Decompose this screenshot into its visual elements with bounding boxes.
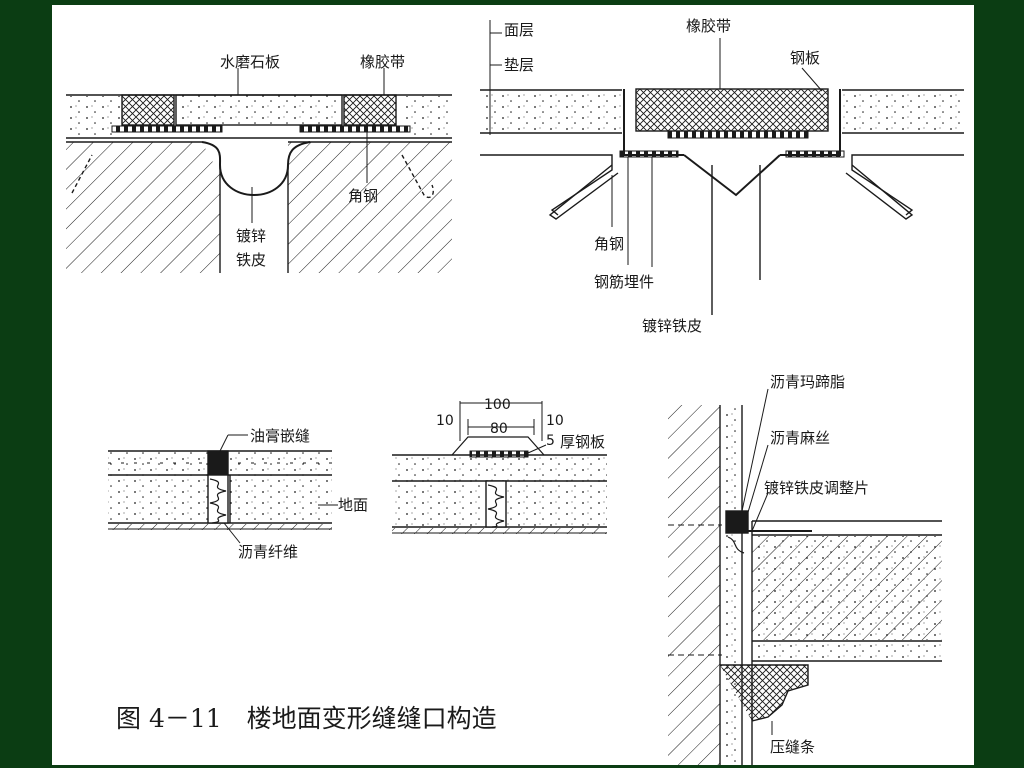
detail-a-rubber-left (121, 94, 175, 126)
detail-a-label-rubber: 橡胶带 (360, 53, 405, 71)
detail-a-rubber-right (343, 94, 397, 126)
detail-a-galv-sheet (201, 141, 311, 196)
detail-e-label-mastic: 沥青玛蹄脂 (770, 373, 845, 391)
detail-d-steel-plate-joint (392, 401, 607, 534)
detail-c-ground-joint (108, 434, 338, 544)
detail-a-label-galv-2: 铁皮 (236, 251, 266, 269)
detail-d-dim-inner: 80 (490, 421, 508, 437)
detail-d-dim-total: 100 (484, 397, 511, 413)
detail-b-rubber-joint (480, 20, 964, 315)
detail-c-putty (207, 450, 229, 476)
detail-e-label-strip: 压缝条 (770, 738, 815, 756)
detail-b-label-rubber: 橡胶带 (686, 17, 731, 35)
figure-caption: 图 4－11 楼地面变形缝缝口构造 (116, 704, 497, 733)
detail-c-label-ground: 地面 (338, 496, 368, 514)
detail-b-label-base: 垫层 (504, 56, 534, 74)
detail-b-label-galv: 镀锌铁皮 (642, 317, 702, 335)
detail-d-dim-thick: 5 (546, 433, 555, 449)
expansion-joint-drawing: 水磨石板 橡胶带 角钢 镀锌 铁皮 (66, 17, 964, 765)
detail-a-label-galv-1: 镀锌 (236, 227, 266, 245)
detail-b-label-surface: 面层 (504, 21, 534, 39)
detail-b-label-plate: 钢板 (790, 49, 820, 67)
detail-b-steel-plate (667, 130, 809, 139)
detail-e-cover-strip (720, 664, 809, 722)
detail-e-label-hemp: 沥青麻丝 (770, 429, 830, 447)
detail-b-rubber-band (635, 88, 829, 132)
detail-d-steel-plate (469, 450, 529, 458)
detail-a-label-terrazzo: 水磨石板 (220, 53, 280, 71)
detail-a-terrazzo-slab (175, 94, 343, 126)
detail-d-label-plate: 厚钢板 (560, 433, 605, 451)
detail-b-label-rebar: 钢筋埋件 (594, 273, 654, 291)
detail-c-label-fiber: 沥青纤维 (238, 543, 298, 561)
detail-e-label-adjust: 镀锌铁皮调整片 (764, 479, 869, 497)
detail-e-mastic (725, 510, 749, 534)
detail-d-dim-left: 10 (436, 413, 454, 429)
detail-a-terrazzo-joint (66, 68, 452, 273)
detail-a-label-angle: 角钢 (348, 187, 378, 205)
detail-b-galv-sheet (683, 154, 781, 197)
figure-sheet: 水磨石板 橡胶带 角钢 镀锌 铁皮 (52, 5, 974, 765)
detail-c-label-putty: 油膏嵌缝 (250, 427, 310, 445)
detail-d-dim-right: 10 (546, 413, 564, 429)
detail-e-wall-joint (668, 388, 942, 765)
detail-b-label-angle: 角钢 (594, 235, 624, 253)
